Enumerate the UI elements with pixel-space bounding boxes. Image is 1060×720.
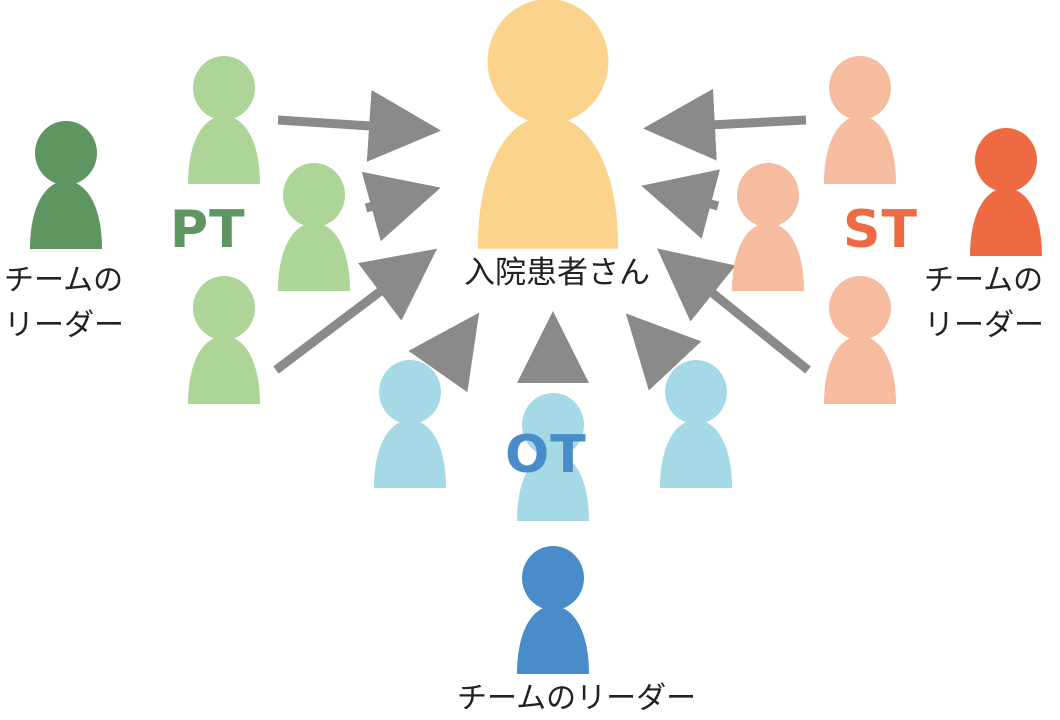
pt-member-1-icon-head [193, 56, 255, 120]
st-member-3-icon-body [824, 336, 896, 404]
patient-person-icon-head [487, 0, 609, 124]
st-leader-icon-body [970, 188, 1042, 256]
arrow-pt1-to-patient [277, 89, 441, 162]
arrow-st1-to-patient [643, 88, 807, 161]
st-member-2-icon-head [737, 163, 799, 227]
ot-member-2-icon-head [522, 393, 584, 457]
arrow-ot3-to-patient [625, 313, 702, 391]
pt-member-3-icon-head [193, 276, 255, 340]
pt-member-3-icon [188, 276, 260, 404]
ot-member-3-icon-head [665, 360, 727, 424]
arrow-st3-to-patient [656, 248, 811, 374]
pt-leader-icon [30, 121, 102, 249]
st-member-1-icon-body [824, 116, 896, 184]
ot-leader-label: チームのリーダー [457, 681, 697, 716]
pt-member-2-icon [278, 163, 350, 291]
st-team-label: ST [843, 200, 918, 260]
arrow-group [273, 88, 811, 393]
pt-member-1-icon [188, 56, 260, 184]
st-member-2-icon-body [732, 223, 804, 291]
ot-member-1-icon-body [374, 420, 446, 488]
ot-member-3-icon [660, 360, 732, 488]
ot-leader-icon-head [522, 546, 584, 610]
pt-member-3-icon-body [188, 336, 260, 404]
pt-leader-label-line2: リーダー [4, 308, 124, 343]
ot-leader-icon [517, 546, 589, 674]
pt-leader-icon-body [30, 181, 102, 249]
ot-member-2-icon [517, 393, 589, 521]
ot-member-1-icon [374, 360, 446, 488]
arrow-ot1-to-patient [408, 312, 480, 393]
pt-leader-icon-head [35, 121, 97, 185]
pt-member-2-icon-head [283, 163, 345, 227]
patient-label: 入院患者さん [464, 255, 650, 291]
st-leader-icon-head [975, 128, 1037, 192]
st-leader-label-line1: チームの [924, 263, 1044, 298]
arrow-st2-to-patient [641, 169, 721, 239]
pt-team-label: PT [170, 200, 246, 260]
people-group [30, 0, 1042, 674]
st-member-1-icon [824, 56, 896, 184]
st-member-2-icon [732, 163, 804, 291]
st-member-1-icon-head [829, 56, 891, 120]
ot-leader-icon-body [517, 606, 589, 674]
pt-leader-label-line1: チームの [4, 262, 123, 300]
ot-member-3-icon-body [660, 420, 732, 488]
patient-person-icon-body [477, 116, 619, 249]
st-leader-icon [970, 128, 1042, 256]
ot-member-1-icon-head [379, 360, 441, 424]
pt-leader-label-line1-text: チーム [4, 263, 94, 298]
ot-team-label: OT [505, 425, 587, 485]
st-leader-label-line2: リーダー [924, 308, 1044, 343]
arrow-pt3-to-patient [273, 248, 438, 374]
st-member-3-icon-head [829, 276, 891, 340]
arrow-pt2-to-patient [361, 171, 441, 242]
st-member-3-icon [824, 276, 896, 404]
patient-person-icon [477, 0, 619, 249]
pt-member-2-icon-body [278, 223, 350, 291]
pt-leader-label-line1-suffix: の [93, 263, 124, 298]
pt-member-1-icon-body [188, 116, 260, 184]
ot-member-2-icon-body [517, 453, 589, 521]
